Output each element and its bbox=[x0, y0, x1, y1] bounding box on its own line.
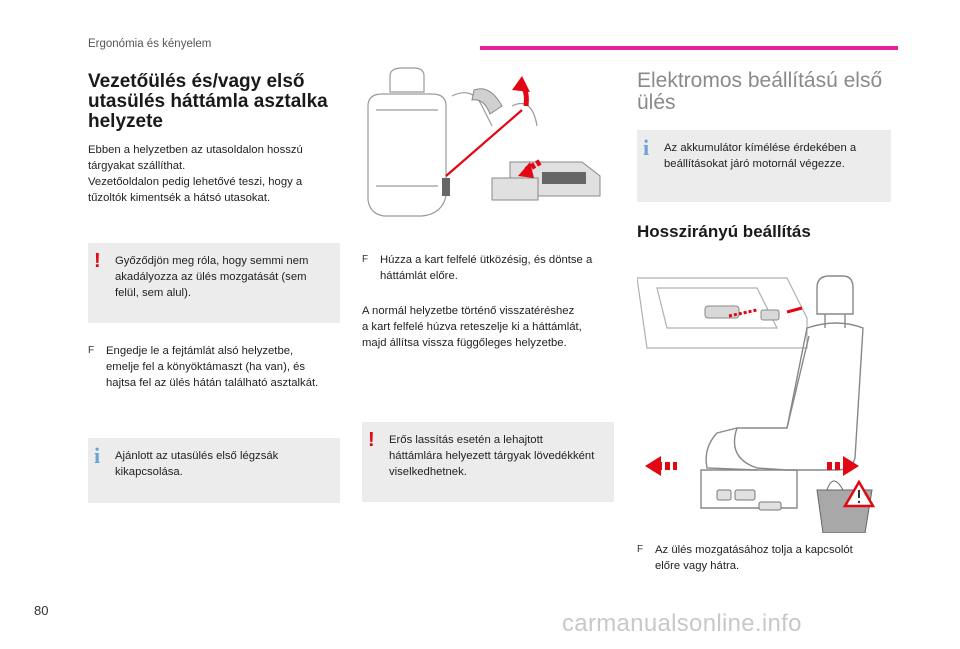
info-text: Az akkumulátor kímélése érdekében a beál… bbox=[664, 140, 883, 172]
col3-step: F Az ülés mozgatásához tolja a kapcsolót… bbox=[637, 542, 892, 574]
step-bullet-icon: F bbox=[88, 345, 95, 356]
info-line: Ajánlott az utasülés első légzsák bbox=[115, 450, 279, 462]
page-number: 80 bbox=[34, 603, 49, 618]
intro-line: Ebben a helyzetben az utasoldalon hosszú bbox=[88, 144, 303, 156]
para-line: a kart felfelé húzva reteszelje ki a hát… bbox=[362, 321, 582, 333]
col3-info-box: i Az akkumulátor kímélése érdekében a be… bbox=[637, 130, 891, 202]
warning-line: akadályozza az ülés mozgatását (sem bbox=[115, 271, 307, 283]
col1-title: Vezetőülés és/vagy első utasülés háttáml… bbox=[88, 71, 328, 132]
col1-step: F Engedje le a fejtámlát alsó helyzetbe,… bbox=[88, 343, 346, 391]
col1-info-box: i Ajánlott az utasülés első légzsák kika… bbox=[88, 438, 340, 503]
info-icon: i bbox=[94, 443, 101, 468]
section-label: Ergonómia és kényelem bbox=[88, 38, 212, 50]
warning-text: Erős lassítás esetén a lehajtott háttáml… bbox=[389, 432, 606, 480]
step-bullet-icon: F bbox=[637, 544, 644, 555]
para-line: A normál helyzetbe történő visszatéréshe… bbox=[362, 305, 575, 317]
intro-line: tárgyakat szállíthat. bbox=[88, 160, 186, 172]
step-line: előre vagy hátra. bbox=[655, 560, 740, 572]
warning-line: háttámlára helyezett tárgyak lövedékként bbox=[389, 450, 595, 462]
warning-icon: ! bbox=[94, 250, 101, 272]
info-line: Az akkumulátor kímélése érdekében a bbox=[664, 142, 857, 154]
seat-table-illustration bbox=[367, 67, 601, 217]
step-line: emelje fel a könyöktámaszt (ha van), és bbox=[106, 361, 306, 373]
col3-subtitle: Hosszirányú beállítás bbox=[637, 222, 811, 241]
col3-title: Elektromos beállítású első ülés bbox=[637, 69, 883, 114]
info-text: Ajánlott az utasülés első légzsák kikapc… bbox=[115, 448, 332, 480]
section-accent-bar bbox=[480, 46, 898, 50]
step-line: Húzza a kart felfelé ütközésig, és dönts… bbox=[380, 254, 593, 266]
step-line: Engedje le a fejtámlát alsó helyzetbe, bbox=[106, 345, 294, 357]
col1-warning-box: ! Győződjön meg róla, hogy semmi nem aka… bbox=[88, 243, 340, 323]
col1-intro: Ebben a helyzetben az utasoldalon hosszú… bbox=[88, 142, 343, 206]
step-line: hajtsa fel az ülés hátán található aszta… bbox=[106, 377, 319, 389]
intro-line: tűzoltók kimentsék a hátsó utasokat. bbox=[88, 192, 271, 204]
intro-line: Vezetőoldalon pedig lehetővé teszi, hogy… bbox=[88, 176, 303, 188]
info-line: kikapcsolása. bbox=[115, 466, 183, 478]
warning-line: Erős lassítás esetén a lehajtott bbox=[389, 434, 543, 446]
step-line: háttámlát előre. bbox=[380, 270, 458, 282]
warning-line: viselkedhetnek. bbox=[389, 466, 467, 478]
step-bullet-icon: F bbox=[362, 254, 369, 265]
electric-seat-illustration bbox=[637, 275, 876, 533]
col2-step: F Húzza a kart felfelé ütközésig, és dön… bbox=[362, 252, 612, 284]
warning-text: Győződjön meg róla, hogy semmi nem akadá… bbox=[115, 253, 332, 301]
info-line: beállításokat járó motornál végezze. bbox=[664, 158, 845, 170]
col2-warning-box: ! Erős lassítás esetén a lehajtott háttá… bbox=[362, 422, 614, 502]
watermark: carmanualsonline.info bbox=[562, 610, 802, 637]
para-line: majd állítsa vissza függőleges helyzetbe… bbox=[362, 337, 567, 349]
step-line: Az ülés mozgatásához tolja a kapcsolót bbox=[655, 544, 853, 556]
warning-line: Győződjön meg róla, hogy semmi nem bbox=[115, 255, 309, 267]
warning-icon: ! bbox=[368, 429, 375, 451]
warning-line: felül, sem alul). bbox=[115, 287, 191, 299]
col2-paragraph: A normál helyzetbe történő visszatéréshe… bbox=[362, 303, 612, 351]
info-icon: i bbox=[643, 135, 650, 160]
